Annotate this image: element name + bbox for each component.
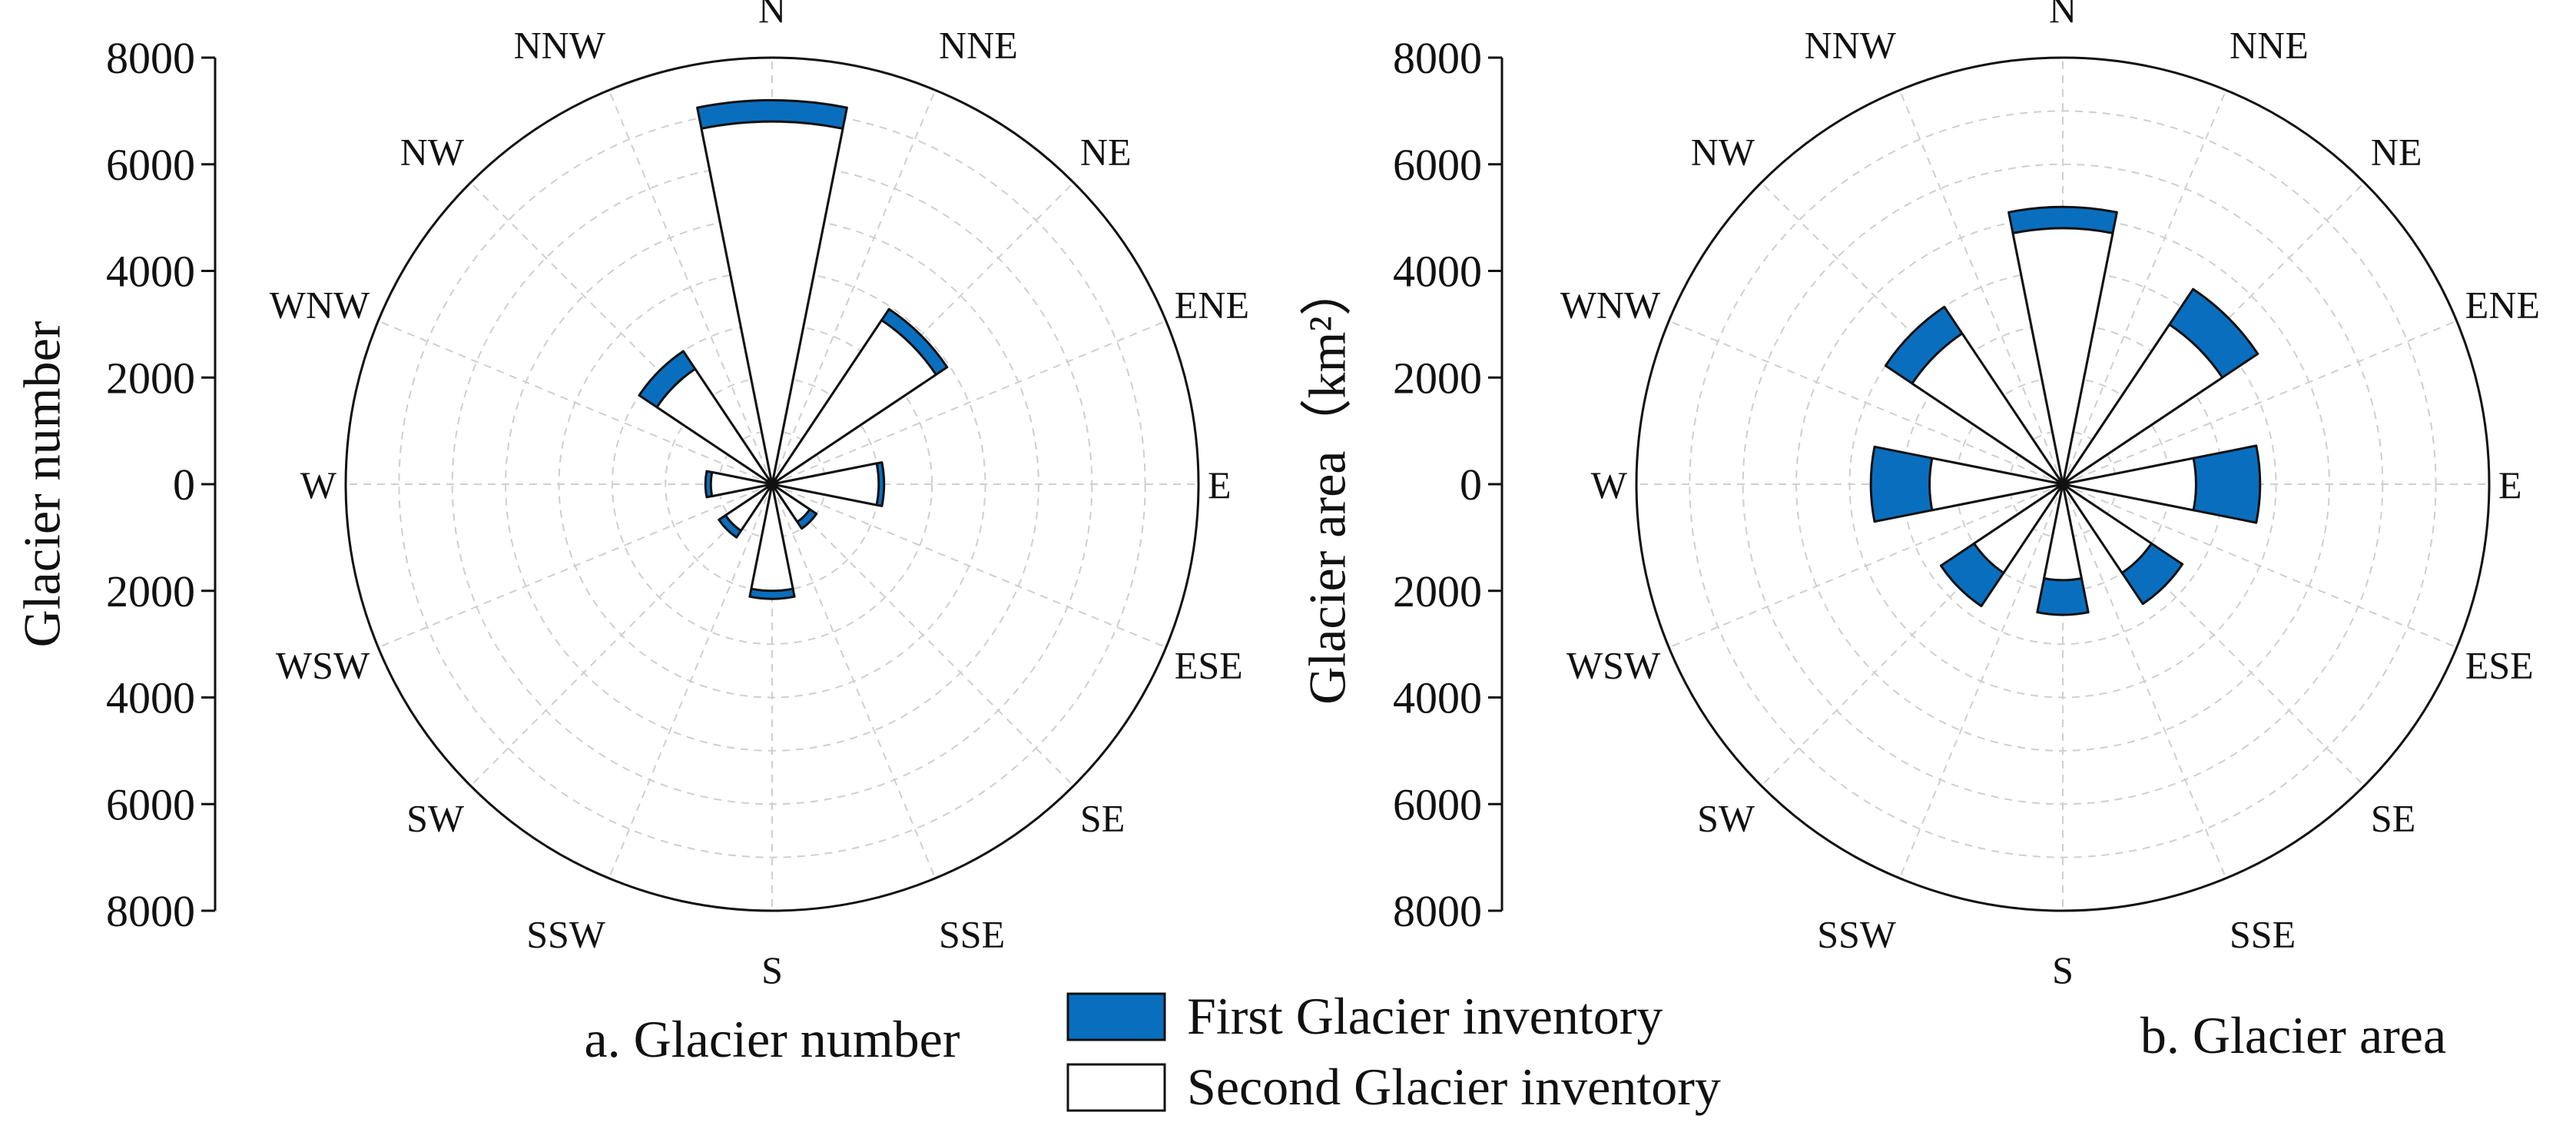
y-tick-label: 2000 bbox=[106, 566, 195, 616]
bar-second-sw bbox=[724, 483, 774, 533]
direction-label-ne: NE bbox=[2371, 131, 2422, 174]
direction-label-sw: SW bbox=[1697, 797, 1755, 840]
y-tick-label: 0 bbox=[1460, 460, 1482, 510]
grid-spoke bbox=[771, 320, 1167, 485]
y-tick-label: 2000 bbox=[1393, 566, 1482, 616]
grid-ring bbox=[505, 217, 1039, 752]
grid-spoke bbox=[1898, 89, 2064, 485]
bar-second-se bbox=[2061, 483, 2153, 574]
y-tick-label: 6000 bbox=[106, 140, 195, 190]
y-tick-label: 4000 bbox=[106, 247, 195, 297]
y-tick-label: 6000 bbox=[106, 779, 195, 829]
legend-label-second: Second Glacier inventory bbox=[1187, 1058, 1721, 1116]
direction-label-nne: NNE bbox=[939, 24, 1018, 67]
direction-label-wnw: WNW bbox=[1560, 283, 1661, 326]
y-axis-title: Glacier number bbox=[13, 320, 71, 647]
grid-ring bbox=[1795, 217, 2330, 752]
direction-label-s: S bbox=[2052, 948, 2074, 991]
y-tick-label: 2000 bbox=[106, 353, 195, 403]
bar-second-e bbox=[2061, 457, 2197, 512]
direction-label-se: SE bbox=[2371, 797, 2415, 840]
grid-spoke bbox=[2062, 89, 2227, 485]
grid-ring bbox=[558, 270, 986, 699]
direction-label-nnw: NNW bbox=[514, 24, 606, 67]
bar-second-n bbox=[2011, 227, 2114, 486]
direction-label-wsw: WSW bbox=[276, 644, 370, 687]
bar-second-s bbox=[750, 483, 794, 593]
y-axis-title: Glacier area（km²） bbox=[1298, 264, 1357, 705]
direction-label-s: S bbox=[761, 948, 783, 991]
bar-second-e bbox=[771, 462, 880, 506]
bar-second-w bbox=[709, 470, 774, 498]
direction-label-se: SE bbox=[1080, 797, 1125, 840]
y-tick-label: 6000 bbox=[1393, 779, 1482, 829]
direction-label-sse: SSE bbox=[2230, 912, 2296, 955]
direction-label-ene: ENE bbox=[2465, 283, 2540, 326]
bar-second-nw bbox=[655, 367, 774, 486]
direction-label-n: N bbox=[758, 0, 786, 31]
direction-label-ne: NE bbox=[1080, 131, 1132, 174]
grid-spoke bbox=[771, 89, 937, 485]
panel-caption: b. Glacier area bbox=[2140, 1006, 2446, 1064]
direction-label-ssw: SSW bbox=[1817, 912, 1897, 955]
direction-label-e: E bbox=[2498, 463, 2522, 506]
grid-ring bbox=[1848, 270, 2277, 699]
bar-second-ne bbox=[771, 319, 937, 486]
grid-spoke bbox=[608, 89, 773, 485]
direction-label-e: E bbox=[1208, 463, 1232, 506]
direction-label-w: W bbox=[1591, 463, 1628, 506]
direction-label-wnw: WNW bbox=[270, 283, 370, 326]
bar-second-sw bbox=[1973, 483, 2064, 574]
grid-ring bbox=[1742, 163, 2384, 805]
bar-second-ne bbox=[2061, 323, 2224, 486]
polar-outer-circle bbox=[344, 56, 1200, 912]
panel-caption: a. Glacier number bbox=[585, 1010, 960, 1068]
direction-label-nw: NW bbox=[1691, 131, 1755, 174]
direction-label-nw: NW bbox=[400, 131, 465, 174]
legend-label-first: First Glacier inventory bbox=[1187, 987, 1663, 1045]
y-tick-label: 4000 bbox=[1393, 247, 1482, 297]
grid-ring bbox=[1689, 110, 2437, 858]
grid-spoke bbox=[2062, 320, 2458, 485]
direction-label-ese: ESE bbox=[1175, 644, 1243, 687]
bar-second-se bbox=[771, 483, 811, 523]
direction-label-n: N bbox=[2049, 0, 2077, 31]
direction-label-nne: NNE bbox=[2230, 24, 2309, 67]
bar-second-nw bbox=[1911, 332, 2064, 486]
y-tick-label: 8000 bbox=[1393, 886, 1482, 936]
direction-label-sse: SSE bbox=[939, 912, 1005, 955]
y-tick-label: 8000 bbox=[1393, 33, 1482, 83]
bar-second-s bbox=[2043, 483, 2083, 582]
y-tick-label: 0 bbox=[173, 460, 195, 510]
direction-label-nnw: NNW bbox=[1805, 24, 1897, 67]
y-tick-label: 8000 bbox=[106, 33, 195, 83]
polar-outer-circle bbox=[1635, 56, 2491, 912]
direction-label-ssw: SSW bbox=[526, 912, 606, 955]
direction-label-ese: ESE bbox=[2465, 644, 2534, 687]
bar-second-w bbox=[1928, 457, 2064, 512]
direction-label-sw: SW bbox=[406, 797, 465, 840]
legend-swatch-second bbox=[1066, 1063, 1166, 1112]
legend-swatch-first bbox=[1066, 992, 1166, 1041]
direction-label-ene: ENE bbox=[1175, 283, 1249, 326]
y-tick-label: 8000 bbox=[106, 886, 195, 936]
direction-label-wsw: WSW bbox=[1566, 644, 1661, 687]
direction-label-w: W bbox=[300, 463, 337, 506]
panel-glacier-number: N NNE NE ENE E ESE SE SSE S SSW SW WSW W WNW NW NNW 8000… bbox=[13, 0, 1249, 1068]
y-tick-label: 4000 bbox=[1393, 673, 1482, 723]
bar-second-n bbox=[700, 120, 844, 486]
grid-ring bbox=[451, 163, 1093, 805]
y-tick-label: 4000 bbox=[106, 673, 195, 723]
y-tick-label: 6000 bbox=[1393, 140, 1482, 190]
y-tick-label: 2000 bbox=[1393, 353, 1482, 403]
legend: First Glacier inventory Second Glacier i… bbox=[1066, 987, 1721, 1116]
panel-glacier-area: N NNE NE ENE E ESE SE SSE S SSW SW WSW W WNW NW NNW 8000… bbox=[1298, 0, 2540, 1064]
